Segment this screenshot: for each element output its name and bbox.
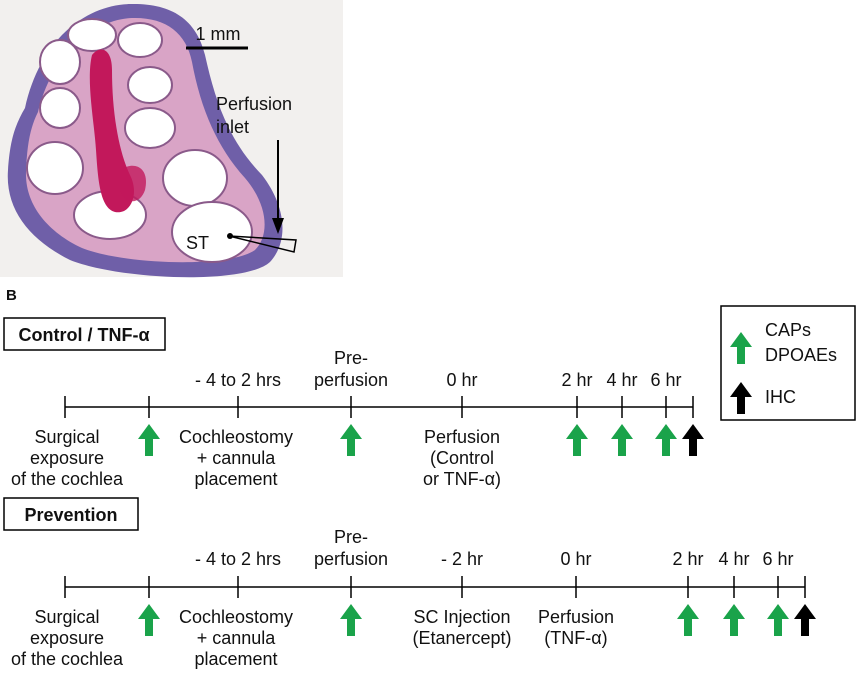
control-arrow-ihc-icon [682, 424, 704, 456]
prevention-arrow-cap-surgical-icon [138, 604, 160, 636]
prevention-surgical-line1: Surgical [34, 607, 99, 627]
legend-ihc: IHC [765, 387, 796, 407]
cannula [228, 235, 297, 253]
prevention-cochleostomy-line1: Cochleostomy [179, 607, 293, 627]
prevention-sc-injection-line2: (Etanercept) [412, 628, 511, 648]
prevention-title: Prevention [24, 505, 117, 525]
perfusion-inlet-label-line1: Perfusion [216, 94, 292, 114]
control-timeline [64, 396, 694, 418]
prevention-tick-2hr: 2 hr [672, 549, 703, 569]
prevention-arrow-cap-4hr-icon [723, 604, 745, 636]
control-tick-pre-line1: Pre- [334, 348, 368, 368]
prevention-tick-6hr: 6 hr [762, 549, 793, 569]
control-arrow-cap-surgical-icon [138, 424, 160, 456]
scale-bar-label: 1 mm [196, 24, 241, 44]
prevention-tick-minus4: - 4 to 2 hrs [195, 549, 281, 569]
control-tick-0hr: 0 hr [446, 370, 477, 390]
control-arrow-cap-4hr-icon [611, 424, 633, 456]
prevention-timeline [64, 576, 806, 598]
st-label: ST [186, 233, 209, 253]
prevention-cochleostomy-line3: placement [194, 649, 277, 669]
prevention-tick-4hr: 4 hr [718, 549, 749, 569]
control-arrow-cap-6hr-icon [655, 424, 677, 456]
cannula-tip [227, 233, 233, 239]
control-cochleostomy-line3: placement [194, 469, 277, 489]
prevention-tick-pre-line2: perfusion [314, 549, 388, 569]
control-surgical-line2: exposure [30, 448, 104, 468]
prevention-arrow-cap-6hr-icon [767, 604, 789, 636]
control-tick-6hr: 6 hr [650, 370, 681, 390]
control-tick-pre-line2: perfusion [314, 370, 388, 390]
cochlea-micrograph [0, 0, 343, 278]
prevention-arrow-cap-preperfusion-icon [340, 604, 362, 636]
control-surgical-line1: Surgical [34, 427, 99, 447]
prevention-surgical-line3: of the cochlea [11, 649, 124, 669]
control-cochleostomy-line2: + cannula [197, 448, 277, 468]
control-perfusion-line3: or TNF-α) [423, 469, 501, 489]
prevention-cochleostomy-line2: + cannula [197, 628, 277, 648]
perfusion-inlet-label-line2: inlet [216, 117, 249, 137]
control-title: Control / TNF-α [18, 325, 149, 345]
perfusion-arrow-head [272, 218, 284, 234]
control-cochleostomy-line1: Cochleostomy [179, 427, 293, 447]
prevention-title-box [3, 497, 139, 531]
panel-b-label: B [6, 287, 17, 304]
prevention-sc-injection-line1: SC Injection [413, 607, 510, 627]
control-arrow-cap-2hr-icon [566, 424, 588, 456]
legend-dpoaes: DPOAEs [765, 345, 837, 365]
prevention-tick-pre-line1: Pre- [334, 527, 368, 547]
control-surgical-line3: of the cochlea [11, 469, 124, 489]
control-arrow-cap-preperfusion-icon [340, 424, 362, 456]
control-title-box [3, 317, 166, 351]
prevention-arrow-ihc-icon [794, 604, 816, 636]
legend-caps: CAPs [765, 320, 811, 340]
control-perfusion-line1: Perfusion [424, 427, 500, 447]
control-tick-minus4: - 4 to 2 hrs [195, 370, 281, 390]
prevention-tick-minus2: - 2 hr [441, 549, 483, 569]
control-tick-4hr: 4 hr [606, 370, 637, 390]
prevention-arrow-cap-2hr-icon [677, 604, 699, 636]
prevention-surgical-line2: exposure [30, 628, 104, 648]
prevention-tick-0hr: 0 hr [560, 549, 591, 569]
prevention-perfusion-line1: Perfusion [538, 607, 614, 627]
control-perfusion-line2: (Control [430, 448, 494, 468]
control-tick-2hr: 2 hr [561, 370, 592, 390]
prevention-perfusion-line2: (TNF-α) [544, 628, 607, 648]
